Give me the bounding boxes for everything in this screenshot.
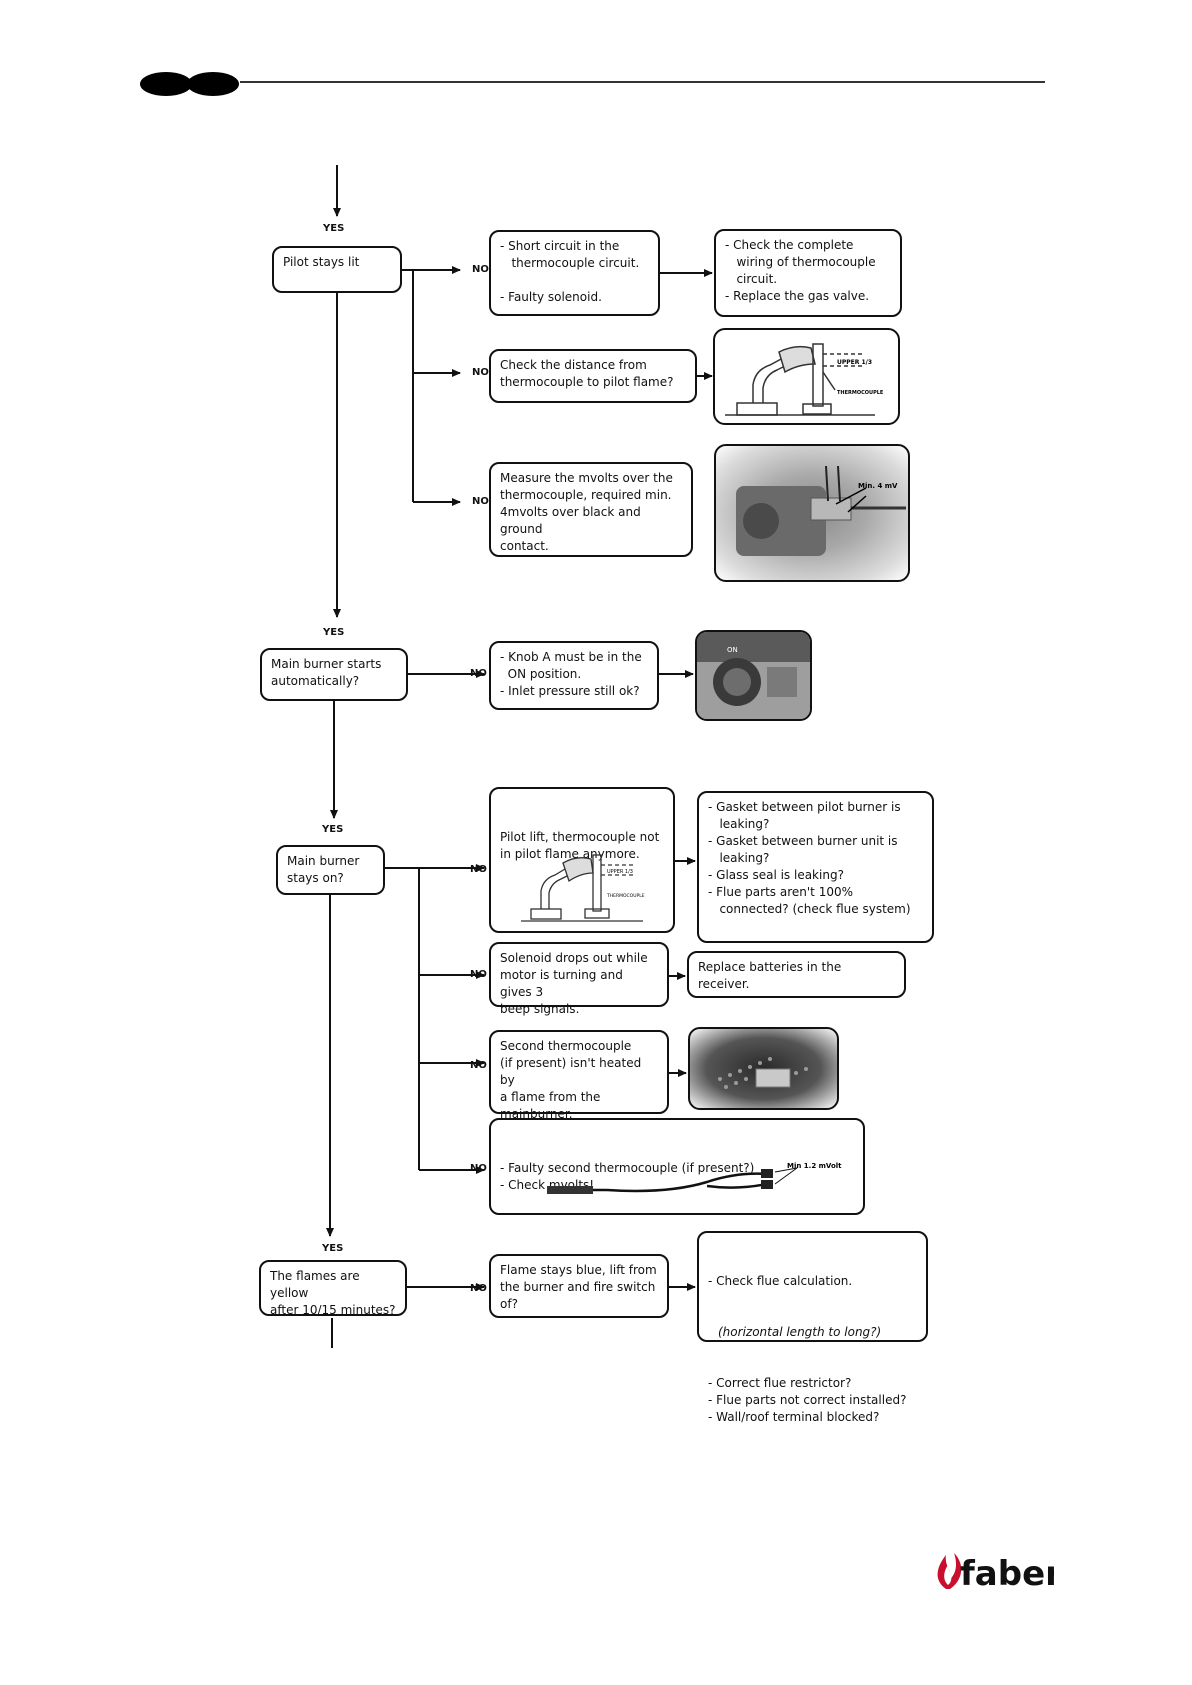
box-pilot-lift: Pilot lift, thermocouple not in pilot fl… <box>489 787 675 933</box>
thermocouple-diagram-image: UPPER 1/3 THERMOCOUPLE <box>713 328 900 425</box>
header-pill-left <box>140 72 192 96</box>
min-4mv-label: Min. 4 mV <box>858 482 898 490</box>
thermocouple-cable-icon: Min 1.2 mVolt <box>547 1162 842 1194</box>
box-check-wiring: - Check the complete wiring of thermocou… <box>714 229 902 317</box>
second-thermocouple-photo <box>688 1027 839 1110</box>
box-flue-calculation: - Check flue calculation. (horizontal le… <box>697 1231 928 1424</box>
pilot-lift-text: Pilot lift, thermocouple not in pilot fl… <box>500 830 660 861</box>
faber-wordmark: faber <box>960 1554 1054 1593</box>
yes-label-1: YES <box>323 223 345 234</box>
thermocouple-sketch-icon: UPPER 1/3 THERMOCOUPLE <box>725 343 884 416</box>
flue-calc-line2: (horizontal length to long?) <box>718 1325 882 1339</box>
box-second-thermocouple: Second thermocouple (if present) isn't h… <box>489 1030 669 1121</box>
yes-label-3: YES <box>322 824 344 835</box>
box-flame-blue: Flame stays blue, lift from the burner a… <box>489 1254 669 1318</box>
decision-flames-yellow: The flames are yellow after 10/15 minute… <box>259 1260 407 1317</box>
header-rule <box>240 81 1045 83</box>
header-pill-right <box>187 72 239 96</box>
faber-logo: faber <box>932 1545 1062 1598</box>
flue-calc-line1: - Check flue calculation. <box>708 1274 853 1288</box>
no-label-6: NO <box>470 969 487 980</box>
no-label-7: NO <box>470 1060 487 1071</box>
burner-grid-photo-icon <box>718 1057 808 1089</box>
gas-valve-photo-icon: Min. 4 mV <box>736 465 906 556</box>
flame-logo-icon: faber <box>937 1553 1062 1594</box>
no-label-8: NO <box>470 1163 487 1174</box>
box-knob-a: - Knob A must be in the ON position. - I… <box>489 641 659 710</box>
no-label-2: NO <box>472 367 489 378</box>
yes-label-4: YES <box>322 1243 344 1254</box>
no-label-3: NO <box>472 496 489 507</box>
thermocouple-label: THERMOCOUPLE <box>837 390 884 396</box>
on-label: ON <box>727 646 738 654</box>
pilot-lift-thermo-label: THERMOCOUPLE <box>606 893 645 899</box>
box-solenoid-drops: Solenoid drops out while motor is turnin… <box>489 942 669 1016</box>
pilot-lift-sketch-icon: UPPER 1/3 THERMOCOUPLE <box>521 854 645 922</box>
knob-a-photo: ON <box>695 630 812 721</box>
box-gasket-leaking: - Gasket between pilot burner is leaking… <box>697 791 934 943</box>
box-check-distance: Check the distance from thermocouple to … <box>489 349 697 403</box>
box-replace-batteries: Replace batteries in the receiver. <box>687 951 906 998</box>
upper-third-label: UPPER 1/3 <box>837 359 872 366</box>
box-short-circuit: - Short circuit in the thermocouple circ… <box>489 230 660 316</box>
box-faulty-second-tc: - Faulty second thermocouple (if present… <box>489 1118 865 1215</box>
yes-label-2: YES <box>323 627 345 638</box>
min-12mv-label: Min 1.2 mVolt <box>787 1162 842 1170</box>
no-label-5: NO <box>470 864 487 875</box>
no-label-1: NO <box>472 264 489 275</box>
box-measure-mvolts: Measure the mvolts over the thermocouple… <box>489 462 693 557</box>
decision-main-burner-stays-on: Main burner stays on? <box>276 845 385 895</box>
pilot-lift-upper-label: UPPER 1/3 <box>607 869 633 875</box>
knob-a-photo-icon: ON <box>697 632 810 719</box>
gas-valve-photo: Min. 4 mV <box>714 444 910 582</box>
no-label-9: NO <box>470 1283 487 1294</box>
decision-pilot-stays-lit: Pilot stays lit <box>272 246 402 293</box>
no-label-4: NO <box>470 668 487 679</box>
flue-calc-line3: - Correct flue restrictor? - Flue parts … <box>708 1376 907 1424</box>
decision-main-burner-starts: Main burner starts automatically? <box>260 648 408 701</box>
